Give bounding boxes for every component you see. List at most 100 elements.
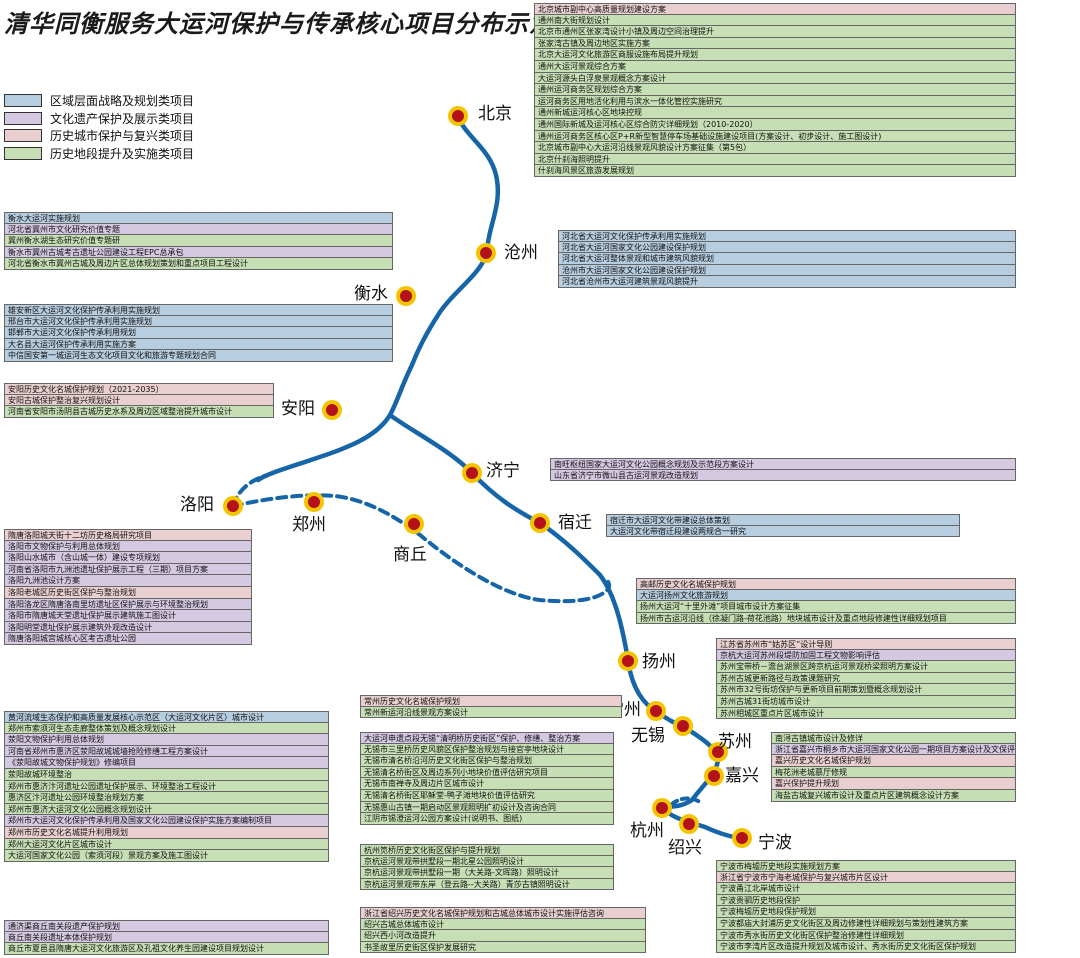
project-item[interactable]: 南旺枢纽国家大运河文化公园概念规划及示范段方案设计 xyxy=(550,458,1016,470)
project-item[interactable]: 什刹海风景区旅游发展规划 xyxy=(534,165,1016,177)
project-item[interactable]: 张家湾古镇及周边地区实施方案 xyxy=(534,37,1016,50)
project-item[interactable]: 河北省大运河文化保护传承利用实施规划 xyxy=(558,230,1016,242)
project-item[interactable]: 苏州古城更新路径与政策课题研究 xyxy=(716,672,1016,685)
project-item[interactable]: 无锡清名桥街区耶稣堂-鸭子滩地块价值评估研究 xyxy=(360,789,614,802)
project-item[interactable]: 大运河扬州文化旅游规划 xyxy=(636,589,1016,602)
project-item[interactable]: 郑州大运河文化片区城市设计 xyxy=(4,838,329,851)
project-item[interactable]: 南浔古镇城市设计及修详 xyxy=(771,732,1016,744)
city-label-suqian[interactable]: 宿迁 xyxy=(558,513,592,533)
city-label-cangzhou[interactable]: 沧州 xyxy=(504,243,538,263)
project-item[interactable]: 书圣故里历史街区保护发展研究 xyxy=(360,941,646,954)
project-item[interactable]: 大名县大运河保护传承利用实施方案 xyxy=(4,338,393,351)
project-item[interactable]: 河北省冀州市文化研究价值专题 xyxy=(4,223,393,236)
project-item[interactable]: 京杭大运河苏州段堤防加固工程文物影响评估 xyxy=(716,649,1016,662)
project-item[interactable]: 河南省郑州市惠济区荥阳故城城墙抢险修缮工程方案设计 xyxy=(4,745,329,758)
project-item[interactable]: 河北省衡水市冀州古城及周边片区总体规划策划和重点项目工程设计 xyxy=(4,258,393,270)
project-item[interactable]: 海盐古城复兴城市设计及重点片区建筑概念设计方案 xyxy=(771,789,1016,802)
project-item[interactable]: 安阳历史文化名城保护规划（2021-2035） xyxy=(4,383,274,395)
project-item[interactable]: 江阴市锡澄运河公园方案设计(说明书、图纸) xyxy=(360,813,614,825)
city-label-ningbo[interactable]: 宁波 xyxy=(758,833,792,853)
city-label-beijing[interactable]: 北京 xyxy=(478,104,512,124)
project-item[interactable]: 洛阳明堂遗址保护展示建筑外观改造设计 xyxy=(4,621,252,634)
project-item[interactable]: 无锡清名桥街区及周边系列小地块价值评估研究项目 xyxy=(360,766,614,779)
project-item[interactable]: 无锡市南禅寺及周边片区城市设计 xyxy=(360,778,614,790)
project-item[interactable]: 通州南大街规划设计 xyxy=(534,14,1016,27)
project-item[interactable]: 苏州宝带桥－澹台湖景区跨京杭运河景观桥梁照明方案设计 xyxy=(716,661,1016,673)
project-item[interactable]: 通州运河商务区规划综合方案 xyxy=(534,84,1016,96)
project-item[interactable]: 郑州市历史文化名城提升利用规划 xyxy=(4,826,329,839)
project-item[interactable]: 通州运河商务区核心区P+R新型智慧停车场基础设施建设项目(方案设计、初步设计、施… xyxy=(534,130,1016,143)
project-item[interactable]: 梅花洲老城慕厅修规 xyxy=(771,766,1016,779)
project-item[interactable]: 无锡市清名桥沿河历史文化街区保护与整治规划 xyxy=(360,755,614,767)
project-item[interactable]: 运河商务区用地活化利用与滨水一体化管控实施研究 xyxy=(534,95,1016,108)
project-item[interactable]: 北京什刹海照明提升 xyxy=(534,153,1016,166)
project-item[interactable]: 北京市通州区张家湾设计小镇及周边空间治理提升 xyxy=(534,26,1016,38)
project-item[interactable]: 浙江省嘉兴市桐乡市大运河国家文化公园一期项目方案设计及文保评估编制项目 xyxy=(771,743,1016,756)
project-item[interactable]: 扬州大运河“十里外滩”项目城市设计方案征集 xyxy=(636,601,1016,613)
project-item[interactable]: 大运河申遗点段无锡“清明桥历史街区”保护、修缮、整治方案 xyxy=(360,732,614,744)
city-label-anyang[interactable]: 安阳 xyxy=(281,399,315,419)
project-item[interactable]: 宁波甬江北岸城市设计 xyxy=(716,883,1016,895)
project-item[interactable]: 宁波梅墟历史地段保护规划 xyxy=(716,906,1016,918)
city-label-shangqiu[interactable]: 商丘 xyxy=(393,545,427,565)
city-label-hengshui[interactable]: 衡水 xyxy=(354,284,388,304)
project-item[interactable]: 衡水大运河实施规划 xyxy=(4,212,393,224)
project-item[interactable]: 中信国安第一城运河生态文化项目文化和旅游专题规划合同 xyxy=(4,350,393,362)
project-item[interactable]: 通州大运河景观综合方案 xyxy=(534,60,1016,73)
project-item[interactable]: 郑州市惠济汴河遗址公园遗址保护展示、环境整治工程设计 xyxy=(4,780,329,793)
city-label-wuxi[interactable]: 无锡 xyxy=(631,726,665,746)
project-item[interactable]: 郑州市大运河文化保护传承利用及国家文化公园建设保护实施方案编制项目 xyxy=(4,815,329,827)
project-item[interactable]: 宁波贵驷历史地段保护 xyxy=(716,894,1016,907)
project-item[interactable]: 京杭运河景观带东岸（登云路--大关路）青莎古镇照明设计 xyxy=(360,878,614,891)
project-item[interactable]: 杭州笕桥历史文化街区保护与提升规划 xyxy=(360,844,614,856)
project-item[interactable]: 无锡惠山古镇一期启动区景观照明扩初设计及咨询合同 xyxy=(360,801,614,814)
project-item[interactable]: 大运河文化带宿迁段建设两规合一研究 xyxy=(606,525,960,538)
project-item[interactable]: 河北省沧州市大运河建筑景观风貌提升 xyxy=(558,276,1016,288)
project-item[interactable]: 郑州市索须河生态走廊整体策划及概念规划设计 xyxy=(4,722,329,735)
project-item[interactable]: 通济渠商丘南关段遗产保护规划 xyxy=(4,920,329,932)
city-label-yangzhou[interactable]: 扬州 xyxy=(642,652,676,672)
project-item[interactable]: 洛阳市隋唐城天堂遗址保护展示建筑施工图设计 xyxy=(4,610,252,622)
project-item[interactable]: 宿迁市大运河文化带建设总体策划 xyxy=(606,514,960,526)
project-item[interactable]: 山东省济宁市微山县古运河景观改造规划 xyxy=(550,469,1016,482)
project-item[interactable]: 绍兴西小河改造提升 xyxy=(360,930,646,942)
project-item[interactable]: 宁波都庙大封浦历史文化街区及周边修建性详细规划与策划性建筑方案 xyxy=(716,917,1016,930)
project-item[interactable]: 黄河流域生态保护和高质量发展核心示范区（大运河文化片区）城市设计 xyxy=(4,711,329,723)
project-item[interactable]: 洛阳九洲池设计方案 xyxy=(4,575,252,587)
project-item[interactable]: 大运河源头白浮泉景观概念方案设计 xyxy=(534,72,1016,85)
project-item[interactable]: 宁波市李湾片区改造提升规划及城市设计、秀水街历史文化街区保护规划 xyxy=(716,941,1016,953)
project-item[interactable]: 高邮历史文化名城保护规划 xyxy=(636,578,1016,590)
project-item[interactable]: 邢台市大运河文化保护传承利用实施规划 xyxy=(4,315,393,328)
city-label-jining[interactable]: 济宁 xyxy=(486,461,520,481)
project-item[interactable]: 宁波市秀水街历史文化街区保护整治修建性详细规划 xyxy=(716,929,1016,942)
project-item[interactable]: 河南省安阳市汤阴县古城历史水系及周边区域整治提升城市设计 xyxy=(4,406,274,418)
project-item[interactable]: 嘉兴保护提升规划 xyxy=(771,778,1016,790)
project-item[interactable]: 无锡市三里桥历史风貌区保护整治规划与接官亭地块设计 xyxy=(360,743,614,756)
project-item[interactable]: 扬州市古运河沿线（徐凝门路-荷花池路）地块城市设计及重点地段修建性详细规划项目 xyxy=(636,612,1016,625)
project-item[interactable]: 常州新运河沿线景观方案设计 xyxy=(360,706,622,719)
project-item[interactable]: 通州国际新城及运河核心区综合防灾详细规划（2010-2020） xyxy=(534,118,1016,131)
project-item[interactable]: 嘉兴历史文化名城保护规划 xyxy=(771,755,1016,767)
project-item[interactable]: 苏州市32号街坊保护与更新项目前期策划暨概念规划设计 xyxy=(716,684,1016,696)
city-label-luoyang[interactable]: 洛阳 xyxy=(180,495,214,515)
project-item[interactable]: 北京城市副中心大运河沿线景观风貌设计方案征集（第5包） xyxy=(534,142,1016,154)
project-item[interactable]: 邯郸市大运河文化保护传承利用规划 xyxy=(4,327,393,339)
project-item[interactable]: 洛阳洛龙区隋唐洛南里坊遗址区保护展示与环境整治规划 xyxy=(4,598,252,611)
project-item[interactable]: 常州历史文化名城保护规划 xyxy=(360,695,622,707)
project-item[interactable]: 衡水市冀州古城考古遗址公园建设工程EPC总承包 xyxy=(4,246,393,259)
project-item[interactable]: 荥阳文物保护利用总体规划 xyxy=(4,734,329,746)
project-item[interactable]: 洛阳山水城市（含山城一体）建设专项规划 xyxy=(4,552,252,564)
project-item[interactable]: 郑州市惠济大运河文化公园概念规划设计 xyxy=(4,803,329,816)
project-item[interactable]: 洛阳老城区历史街区保护与整治规划 xyxy=(4,586,252,599)
project-item[interactable]: 商丘市夏邑县隋唐大运河文化旅游区及孔祖文化养生园建设项目规划设计 xyxy=(4,943,329,955)
city-label-hangzhou[interactable]: 杭州 xyxy=(630,821,664,841)
project-item[interactable]: 洛阳市文物保护与利用总体规划 xyxy=(4,540,252,553)
project-item[interactable]: 《荥阳故城文物保护规划》修编项目 xyxy=(4,757,329,769)
project-item[interactable]: 大运河国家文化公园（索须河段）景观方案及施工图设计 xyxy=(4,850,329,862)
project-item[interactable]: 绍兴古城总体城市设计 xyxy=(360,918,646,931)
project-item[interactable]: 荥阳故城环境整治 xyxy=(4,768,329,781)
project-item[interactable]: 苏州古城31街坊城市设计 xyxy=(716,695,1016,708)
project-item[interactable]: 河南省洛阳市九洲池遗址保护展示工程（三期）项目方案 xyxy=(4,563,252,576)
project-item[interactable]: 惠济区汴河遗址公园环境整治规划方案 xyxy=(4,792,329,804)
city-label-shaoxing[interactable]: 绍兴 xyxy=(668,838,702,858)
